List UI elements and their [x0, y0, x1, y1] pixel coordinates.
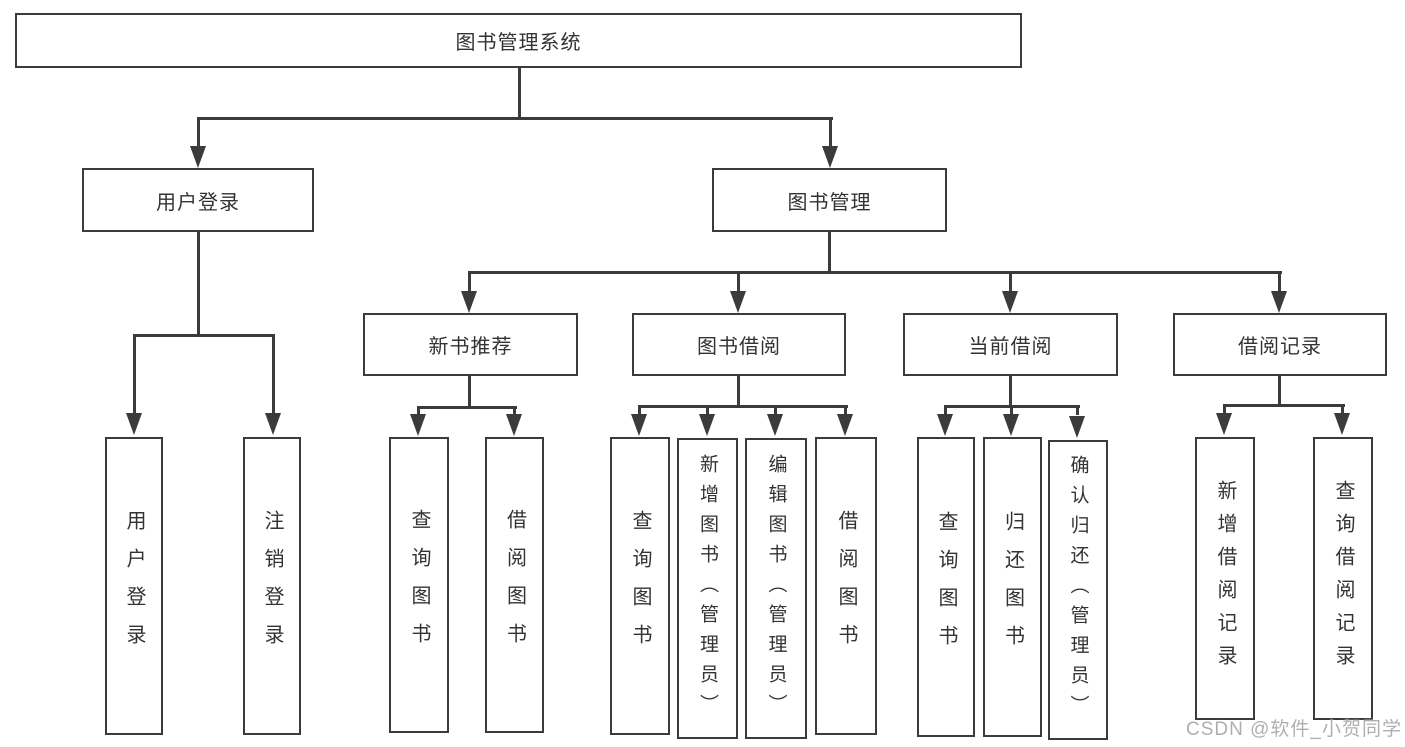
connector-arrowhead: [1334, 413, 1350, 435]
connector-line: [468, 376, 471, 408]
connector-line: [737, 376, 740, 407]
connector-line: [706, 405, 709, 415]
connector-arrowhead: [730, 291, 746, 313]
connector-arrowhead: [631, 414, 647, 436]
leaf-query-books-borrowing: 查询图书: [610, 437, 670, 735]
leaf-label: 新增图书（管理员）: [697, 453, 718, 724]
connector-line: [828, 232, 831, 273]
node-label: 借阅记录: [1238, 336, 1322, 358]
leaf-logout: 注销登录: [243, 437, 301, 735]
csdn-watermark: CSDN @软件_小贺同学: [1186, 719, 1402, 740]
node-label: 新书推荐: [428, 336, 513, 358]
leaf-borrow-books-borrowing: 借阅图书: [815, 437, 877, 735]
connector-line: [468, 271, 1282, 274]
connector-line: [133, 334, 275, 337]
leaf-query-borrow-record: 查询借阅记录: [1313, 437, 1373, 720]
node-label: 当前借阅: [968, 336, 1053, 358]
node-book-management: 图书管理: [712, 168, 947, 232]
connector-line: [1278, 271, 1281, 291]
connector-line: [1009, 376, 1012, 407]
connector-arrowhead: [410, 414, 426, 436]
leaf-user-login: 用户登录: [105, 437, 163, 735]
connector-arrowhead: [767, 414, 783, 436]
connector-arrowhead: [822, 146, 838, 168]
connector-line: [513, 406, 516, 416]
connector-line: [1223, 404, 1226, 414]
node-library-management-system: 图书管理系统: [15, 13, 1022, 68]
connector-line: [468, 271, 471, 291]
node-user-login: 用户登录: [82, 168, 314, 232]
connector-arrowhead: [190, 146, 206, 168]
connector-line: [1278, 376, 1281, 406]
leaf-add-books-admin: 新增图书（管理员）: [677, 438, 738, 739]
leaf-label: 查询借阅记录: [1332, 479, 1354, 678]
leaf-label: 新增借阅记录: [1214, 479, 1236, 678]
connector-line: [1223, 404, 1345, 407]
leaf-label: 借阅图书: [503, 509, 526, 661]
connector-arrowhead: [1003, 414, 1019, 436]
node-borrowing-records: 借阅记录: [1173, 313, 1387, 376]
connector-line: [844, 405, 847, 415]
leaf-label: 查询图书: [935, 511, 957, 663]
connector-line: [197, 117, 833, 120]
connector-arrowhead: [461, 291, 477, 313]
connector-arrowhead: [837, 414, 853, 436]
connector-arrowhead: [1002, 291, 1018, 313]
leaf-label: 归还图书: [1001, 511, 1024, 663]
leaf-query-books-recommend: 查询图书: [389, 437, 449, 733]
leaf-label: 确认归还（管理员）: [1067, 455, 1089, 725]
connector-line: [272, 334, 275, 415]
connector-arrowhead: [265, 413, 281, 435]
node-label: 图书管理: [787, 191, 872, 214]
connector-line: [638, 405, 848, 408]
connector-line: [417, 406, 517, 409]
connector-line: [417, 406, 420, 416]
connector-line: [197, 117, 200, 148]
leaf-label: 编辑图书（管理员）: [765, 453, 787, 724]
connector-arrowhead: [699, 414, 715, 436]
connector-line: [1009, 271, 1012, 291]
leaf-query-books-current: 查询图书: [917, 437, 975, 737]
connector-line: [1076, 405, 1079, 415]
leaf-label: 查询图书: [408, 509, 430, 661]
connector-line: [638, 405, 641, 415]
node-label: 图书管理系统: [455, 32, 582, 54]
connector-arrowhead: [1069, 416, 1085, 438]
connector-arrowhead: [1216, 413, 1232, 435]
leaf-add-borrow-record: 新增借阅记录: [1195, 437, 1255, 720]
node-new-book-recommendation: 新书推荐: [363, 313, 578, 376]
leaf-return-books: 归还图书: [983, 437, 1042, 737]
connector-line: [1010, 405, 1013, 415]
node-book-borrowing: 图书借阅: [632, 313, 846, 376]
leaf-confirm-return-admin: 确认归还（管理员）: [1048, 440, 1108, 740]
node-label: 用户登录: [156, 191, 240, 214]
node-label: 图书借阅: [697, 336, 781, 358]
leaf-borrow-books-recommend: 借阅图书: [485, 437, 544, 733]
leaf-label: 注销登录: [261, 510, 283, 662]
connector-arrowhead: [126, 413, 142, 435]
connector-arrowhead: [937, 414, 953, 436]
leaf-label: 借阅图书: [835, 510, 857, 662]
connector-line: [737, 271, 740, 291]
connector-line: [829, 117, 832, 148]
connector-line: [197, 232, 200, 336]
connector-line: [774, 405, 777, 415]
connector-line: [944, 405, 947, 415]
connector-line: [518, 67, 521, 119]
leaf-edit-books-admin: 编辑图书（管理员）: [745, 438, 807, 739]
connector-line: [1341, 404, 1344, 414]
leaf-label: 用户登录: [123, 510, 145, 662]
connector-arrowhead: [506, 414, 522, 436]
connector-line: [133, 334, 136, 415]
connector-arrowhead: [1271, 291, 1287, 313]
node-current-borrowing: 当前借阅: [903, 313, 1118, 376]
leaf-label: 查询图书: [629, 510, 651, 662]
